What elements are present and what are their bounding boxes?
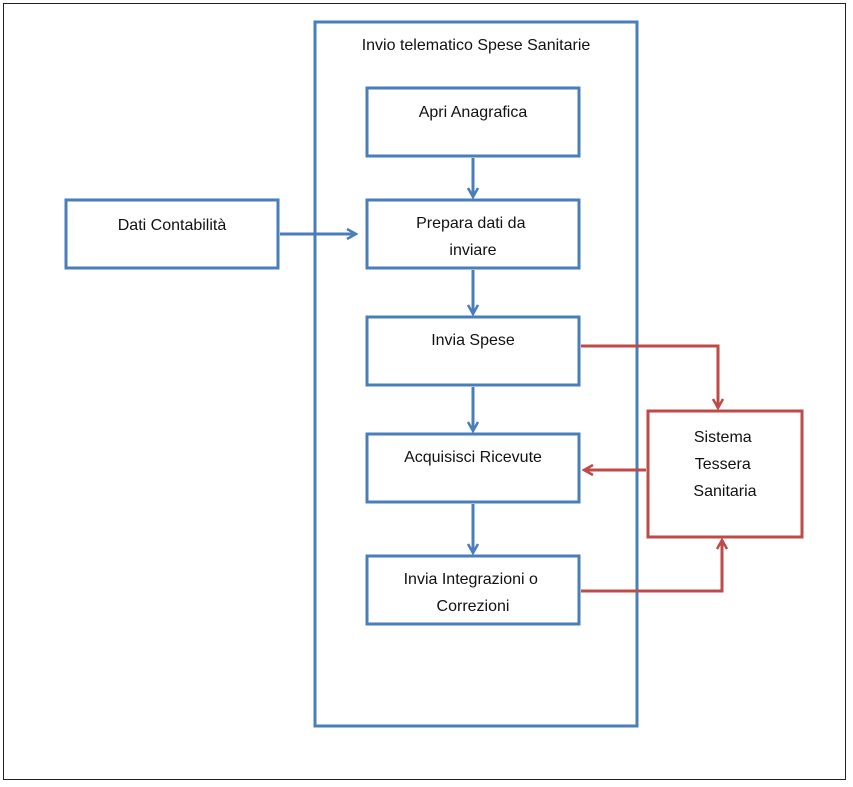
apri-anagrafica-label: Apri Anagrafica [419,104,528,121]
acquisisci-ricevute-line-1: Acquisisci Ricevute [404,449,542,466]
diagram-frame [3,3,846,780]
prepara-dati-label: Prepara dati da inviare [416,215,530,259]
dati-contabilita-label: Dati Contabilità [118,217,227,234]
sistema-ts-box [646,409,804,539]
invia-spese-label: Invia Spese [431,332,515,349]
sistema-ts-label: Sistema Tessera Sanitaria [693,429,756,500]
apri-anagrafica-box [365,86,581,158]
arrow-integrazioni-to-sistema [581,541,722,593]
prepara-dati-line-2: inviare [449,242,496,259]
invia-integrazioni-line-2: Correzioni [437,598,510,615]
invia-integrazioni-line-1: Invia Integrazioni o [404,571,538,588]
apri-anagrafica-line-1: Apri Anagrafica [419,104,528,121]
prepara-dati-box [365,198,581,270]
acquisisci-ricevute-label: Acquisisci Ricevute [404,449,542,466]
prepara-dati-line-1: Prepara dati da [416,215,526,232]
container-box [313,20,639,728]
acquisisci-ricevute-box [365,432,581,504]
container-title: Invio telematico Spese Sanitarie [362,37,591,54]
invia-integrazioni-box [365,554,581,626]
sistema-ts-line-1: Sistema [694,429,752,446]
invia-spese-box [365,315,581,387]
dati-contabilita-line-1: Dati Contabilità [118,217,227,234]
invia-spese-line-1: Invia Spese [431,332,515,349]
sistema-ts-line-2: Tessera [695,456,751,473]
invia-integrazioni-label: Invia Integrazioni o Correzioni [404,571,543,615]
arrow-invia-spese-to-sistema [581,344,718,407]
sistema-ts-line-3: Sanitaria [693,483,756,500]
dati-contabilita-box [64,198,280,270]
